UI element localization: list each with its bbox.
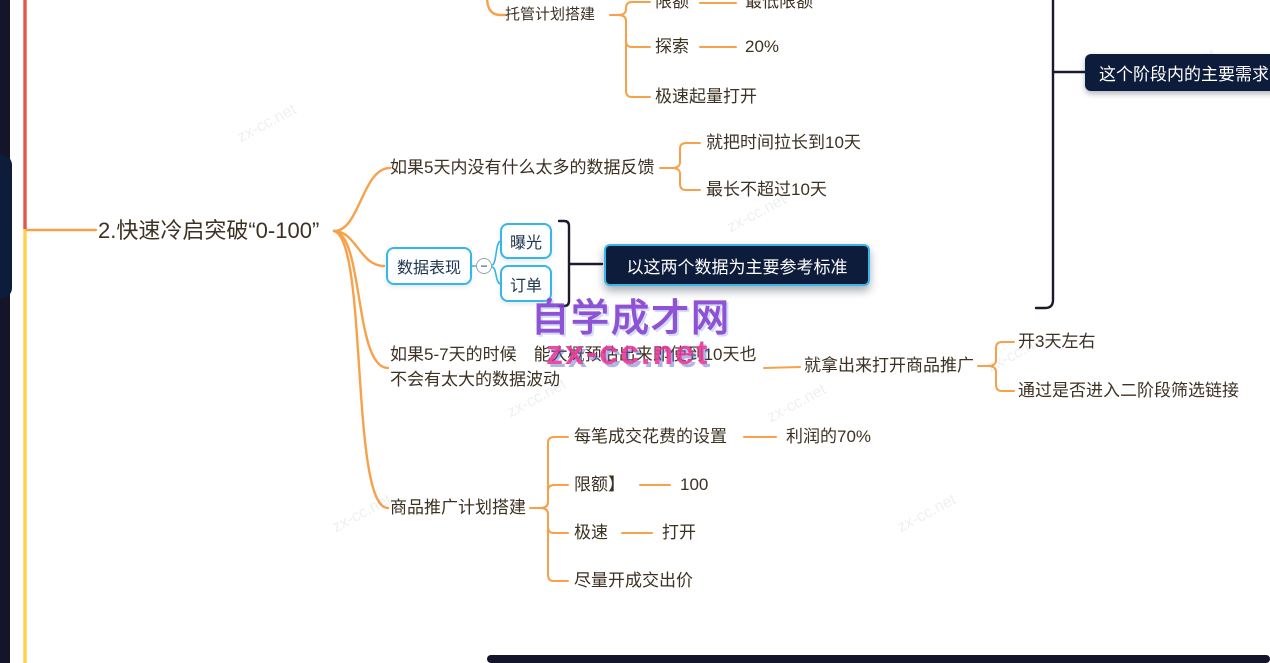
watermark-site: zx-cc.net <box>546 334 710 372</box>
value-profit-70[interactable]: 利润的70% <box>786 427 872 446</box>
topic-estimate-line2[interactable]: 不会有太大的数据波动 <box>390 370 560 389</box>
collapse-toggle-icon[interactable]: − <box>476 258 492 274</box>
topic-limit-value[interactable]: 最低限额 <box>745 0 813 11</box>
topic-explore[interactable]: 探索 <box>655 37 689 56</box>
summary-two-metrics[interactable]: 以这两个数据为主要参考标准 <box>604 244 870 286</box>
topic-limit[interactable]: 限额 <box>655 0 689 11</box>
watermark-title: 自学成才网 <box>531 298 732 340</box>
topic-promo-plan-setup[interactable]: 商品推广计划搭建 <box>390 498 526 517</box>
topic-bid-by-deal[interactable]: 尽量开成交出价 <box>574 571 693 590</box>
value-open[interactable]: 打开 <box>662 523 696 542</box>
left-edge-bar <box>0 0 10 663</box>
topic-cost-per-order[interactable]: 每笔成交花费的设置 <box>574 427 727 446</box>
topic-hosting-plan[interactable]: 托管计划搭建 <box>505 6 596 23</box>
topic-open-product-promo[interactable]: 就拿出来打开商品推广 <box>804 356 974 375</box>
collapsed-left-topic[interactable] <box>0 155 12 298</box>
topic-exposure[interactable]: 曝光 <box>500 223 552 259</box>
topic-explore-value[interactable]: 20% <box>745 37 780 56</box>
topic-limit-cap[interactable]: 限额】 <box>574 475 625 494</box>
topic-run-3days[interactable]: 开3天左右 <box>1018 332 1096 351</box>
main-topic[interactable]: 2.快速冷启突破“0-100” <box>98 218 320 243</box>
topic-rapid-volume[interactable]: 极速起量打开 <box>655 87 757 106</box>
value-100[interactable]: 100 <box>680 475 709 494</box>
topic-max-10days[interactable]: 最长不超过10天 <box>706 180 827 199</box>
topic-data-performance[interactable]: 数据表现 <box>386 247 472 285</box>
topic-orders[interactable]: 订单 <box>500 265 552 302</box>
summary-stage-requirement[interactable]: 这个阶段内的主要需求 <box>1085 54 1270 91</box>
topic-extend-10days[interactable]: 就把时间拉长到10天 <box>706 133 861 152</box>
topic-no-feedback-5days[interactable]: 如果5天内没有什么太多的数据反馈 <box>390 158 655 177</box>
topic-stage2-filter[interactable]: 通过是否进入二阶段筛选链接 <box>1018 381 1239 400</box>
topic-speed[interactable]: 极速 <box>574 523 608 542</box>
topic-estimate-line1[interactable]: 如果5-7天的时候 能大概预估出来即使到10天也 <box>390 345 757 364</box>
bottom-topic-edge <box>487 655 1270 663</box>
